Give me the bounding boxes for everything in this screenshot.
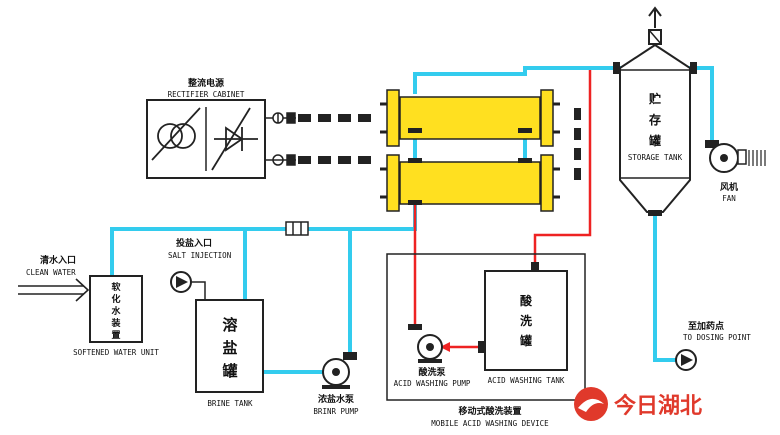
storage-tank-char: 罐 [648, 133, 661, 148]
clean-water-label-en: CLEAN WATER [26, 268, 76, 277]
dash-segment [318, 156, 331, 164]
mobile-device-frame [386, 253, 586, 401]
terminal-icon [286, 112, 296, 124]
softener-char: 化 [111, 293, 120, 305]
pump-icon [322, 352, 357, 389]
salt-arrow-icon [176, 276, 188, 288]
acid-washing-pump: 酸洗泵 ACID WASHING PUMP [394, 324, 471, 388]
dosing-arrow-icon [681, 354, 693, 366]
storage-tank-label-en: STORAGE TANK [628, 153, 683, 162]
flow-arrow-icon [440, 342, 450, 352]
dash-segment [574, 108, 581, 120]
dash-segment [574, 128, 581, 140]
product-line-to-storage [413, 66, 622, 94]
brine-pump-label-en: BRINR PUMP [313, 407, 359, 416]
fan-label-en: FAN [722, 194, 736, 203]
clean-water-label-cn: 清水入口 [40, 254, 76, 266]
dash-segment [318, 114, 331, 122]
dash-segment [298, 114, 311, 122]
storage-tank-char: 存 [648, 112, 661, 127]
brine-tank: 溶 盐 罐 BRINE TANK [195, 299, 264, 408]
brine-pump-label-cn: 浓盐水泵 [318, 393, 355, 405]
fan-icon [705, 140, 766, 173]
acid-tank-char: 酸 [520, 293, 533, 308]
diode-icon [211, 107, 258, 171]
acid-lines [413, 70, 592, 352]
rectifier-terminals [265, 112, 296, 166]
acid-washing-tank: 酸 洗 罐 ACID WASHING TANK [478, 262, 568, 385]
brine-tank-char: 罐 [221, 362, 237, 380]
dash-segment [574, 168, 581, 180]
fan: 风机 FAN [705, 140, 766, 203]
dash-segment [358, 156, 371, 164]
brine-lines [110, 66, 714, 374]
dash-segment [298, 156, 311, 164]
dash-segment [338, 114, 351, 122]
mobile-device-label-en: MOBILE ACID WASHING DEVICE [431, 419, 549, 428]
brine-tank-label-en: BRINE TANK [207, 399, 253, 408]
pump-icon [408, 324, 443, 363]
dash-segment [358, 114, 371, 122]
cell-crossover-right [413, 135, 527, 162]
storage-tank: 贮 存 罐 STORAGE TANK [613, 6, 697, 216]
dosing-point: 至加药点 TO DOSING POINT [675, 320, 751, 371]
electrolytic-cell-lower [380, 154, 560, 212]
dash-segment [574, 148, 581, 160]
mobile-device-label-cn: 移动式酸洗装置 [458, 405, 521, 417]
transformer-icon [151, 107, 201, 161]
storage-tank-char: 贮 [648, 91, 661, 106]
salt-injection-label-en: SALT INJECTION [168, 251, 231, 260]
rectifier-cabinet: 整流电源 RECTIFIER CABINET [146, 77, 296, 179]
brine-tank-char: 溶 [222, 316, 237, 334]
vent-line-to-fan [688, 66, 714, 146]
softener-char: 装 [110, 317, 121, 329]
brine-pump: 浓盐水泵 BRINR PUMP [313, 352, 359, 416]
brine-tank-char: 盐 [222, 339, 237, 357]
dosing-point-label-en: TO DOSING POINT [683, 333, 751, 342]
softened-water-unit: 软 化 水 装 置 SOFTENED WATER UNIT [73, 275, 159, 357]
softener-char: 软 [111, 281, 121, 293]
terminal-icon [286, 154, 296, 166]
acid-tank-char: 洗 [520, 313, 532, 328]
mobile-acid-washing-device: 移动式酸洗装置 MOBILE ACID WASHING DEVICE 酸洗泵 A… [386, 253, 586, 428]
softener-char: 置 [111, 330, 120, 341]
softener-outlet-line [110, 227, 417, 279]
dosing-point-label-cn: 至加药点 [688, 320, 724, 332]
dashed-connectors [298, 108, 581, 180]
softener-char: 水 [111, 305, 121, 317]
salt-injection-label-cn: 投盐入口 [176, 237, 212, 249]
watermark: 今日湖北 [574, 387, 702, 421]
rectifier-label-cn: 整流电源 [187, 77, 224, 89]
vent-valve-icon [648, 6, 662, 45]
acid-tank-char: 罐 [519, 333, 532, 348]
acid-pump-label-en: ACID WASHING PUMP [394, 379, 471, 388]
watermark-text: 今日湖北 [614, 393, 702, 419]
softener-label-en: SOFTENED WATER UNIT [73, 348, 159, 357]
dosing-line [653, 214, 678, 362]
electrolytic-cell-upper [380, 89, 560, 147]
inlet-arrow-icon [18, 278, 90, 302]
acid-tank-label-en: ACID WASHING TANK [488, 376, 565, 385]
flow-meter-icon [285, 221, 309, 236]
salt-injection: 投盐入口 SALT INJECTION [168, 237, 231, 300]
storage-tank-body [619, 43, 691, 213]
dash-segment [338, 156, 351, 164]
acid-pump-label-cn: 酸洗泵 [418, 366, 446, 378]
clean-water-inlet: 清水入口 CLEAN WATER [18, 254, 90, 302]
acid-return-line [533, 70, 592, 262]
fan-label-cn: 风机 [720, 181, 738, 193]
rectifier-label-en: RECTIFIER CABINET [168, 90, 245, 99]
